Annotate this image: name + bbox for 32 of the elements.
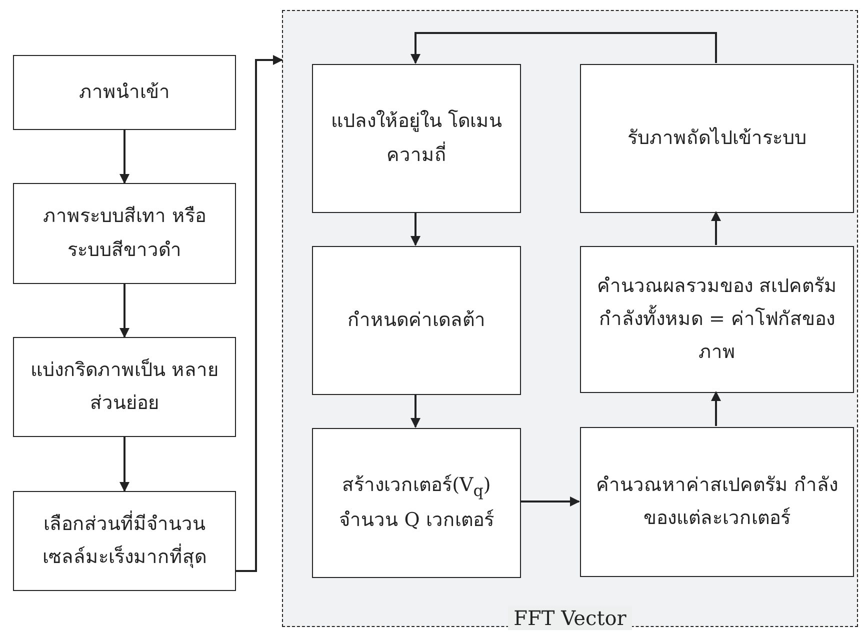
process-box bbox=[580, 427, 854, 577]
process-box bbox=[13, 55, 236, 130]
group-frame bbox=[282, 10, 858, 627]
box-label: คำนวณหาค่าสเปคตรัม กำลังของแต่ละเวกเตอร์ bbox=[594, 472, 840, 531]
group-label: FFT Vector bbox=[508, 606, 632, 630]
box-label: คำนวณผลรวมของ สเปคตรัมกำลังทั้งหมด = ค่าโฟกัสของภาพ bbox=[596, 274, 838, 366]
process-box bbox=[312, 428, 521, 578]
arrow bbox=[120, 284, 130, 338]
arrow bbox=[120, 130, 130, 184]
arrow bbox=[120, 437, 130, 492]
arrow bbox=[410, 394, 420, 428]
box-label: กำหนดค่าเดลต้า bbox=[346, 308, 486, 333]
process-box bbox=[580, 246, 854, 393]
process-box bbox=[312, 246, 521, 395]
box-label: ภาพระบบสีเทา หรือระบบสีขาวดำ bbox=[42, 204, 208, 262]
process-box bbox=[13, 183, 236, 284]
box-label: รับภาพถัดไปเข้าระบบ bbox=[626, 126, 808, 151]
arrow bbox=[711, 211, 721, 245]
box-label: แบ่งกริดภาพเป็น หลายส่วนย่อย bbox=[29, 357, 220, 416]
box-label: สร้างเวกเตอร์(V$_{q}$) จำนวน Q เวกเตอร์ bbox=[338, 472, 495, 534]
arrow bbox=[711, 391, 721, 426]
process-box bbox=[580, 64, 854, 213]
box-label: แปลงให้อยู่ใน โดเมนความถี่ bbox=[330, 108, 504, 168]
arrow bbox=[410, 32, 717, 64]
process-box bbox=[13, 337, 236, 437]
box-label: ภาพนำเข้า bbox=[78, 80, 171, 105]
arrow bbox=[410, 212, 420, 246]
box-label: เลือกส่วนที่มีจำนวน เซลล์มะเร็งมากที่สุด bbox=[42, 510, 208, 570]
process-box bbox=[13, 491, 236, 591]
process-box bbox=[312, 64, 521, 213]
arrow bbox=[236, 55, 283, 572]
arrow bbox=[520, 496, 580, 506]
